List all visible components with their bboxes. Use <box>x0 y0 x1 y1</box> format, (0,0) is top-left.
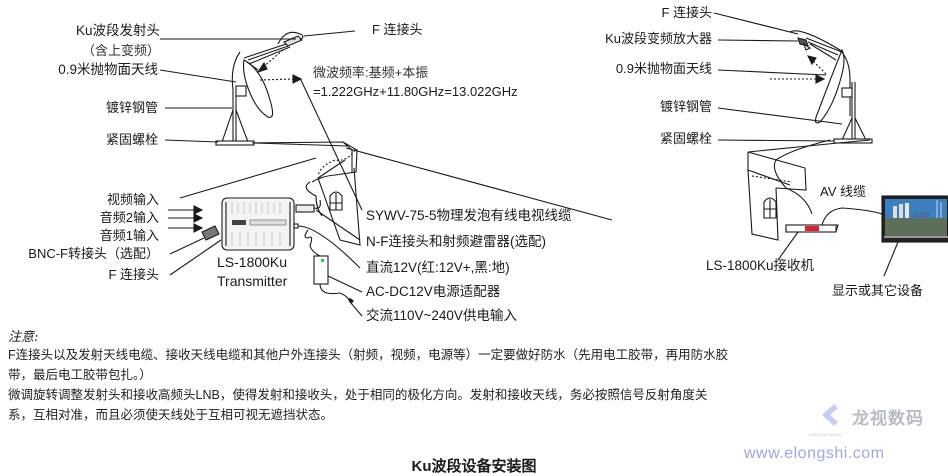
notes-title: 注意: <box>8 330 39 345</box>
note-line-3: 微调旋转调整发射头和接收高频头LNB，使得发射和接收头，处于相同的极化方向。发射… <box>8 388 708 402</box>
label-receiver: LS-1800Ku接收机 <box>706 258 815 273</box>
power-adapter-icon <box>304 229 363 317</box>
label-audio1-input: 音频1输入 <box>99 228 159 243</box>
label-av-cable: AV 线缆 <box>820 184 866 199</box>
label-ac-dc-adapter: AC-DC12V电源适配器 <box>366 284 501 299</box>
note-line-4: 系，互相对准，而且必须使天线处于互相可视无遮挡状态。 <box>8 408 334 422</box>
label-rx-dish: 0.9米抛物面天线 <box>615 61 712 76</box>
watermark-url: www.elongshi.com <box>744 445 885 462</box>
label-tx-pipe: 镀锌钢管 <box>105 100 158 115</box>
watermark-logo-icon <box>822 404 838 426</box>
label-tx-bolt: 紧固螺栓 <box>105 132 158 147</box>
tx-dish-icon <box>215 31 304 146</box>
transmitter-icon <box>221 197 361 269</box>
label-freq-formula-2: =1.222GHz+11.80GHz=13.022GHz <box>313 84 518 99</box>
label-display: 显示或其它设备 <box>832 283 924 298</box>
label-f-connector-input: F 连接头 <box>108 267 159 282</box>
watermark-brand: 龙视数码 <box>852 409 924 428</box>
label-ac-input: 交流110V~240V供电输入 <box>366 308 517 323</box>
label-rx-bolt: 紧固螺栓 <box>659 131 712 146</box>
note-line-1: F连接头以及发射天线电缆、接收天线电缆和其他户外连接头（射频，视频，电源等）一定… <box>8 348 729 362</box>
label-bnc-adapter: BNC-F转接头（选配） <box>28 246 159 261</box>
receiver-icon <box>777 207 883 261</box>
rx-building-icon <box>747 139 871 241</box>
label-tx-dish: 0.9米抛物面天线 <box>58 62 158 77</box>
label-rx-pipe: 镀锌钢管 <box>659 99 712 114</box>
label-tx-f-connector: F 连接头 <box>372 22 423 37</box>
watermark-sub: LONGSHI DIGITAL <box>808 432 843 437</box>
note-line-2: 带，最后电工胶带包扎。） <box>8 368 152 382</box>
label-video-input: 视频输入 <box>106 192 159 207</box>
label-coax-cable: SYWV-75-5物理发泡有线电视线缆 <box>366 208 572 223</box>
label-ku-tx-head-sub: （含上变频） <box>81 43 160 58</box>
diagram-title: Ku波段设备安装图 <box>411 458 537 475</box>
label-rx-ku-amp: Ku波段变频放大器 <box>605 31 712 46</box>
label-dc-12v: 直流12V(红:12V+,黑:地) <box>366 260 510 275</box>
label-rx-f-connector: F 连接头 <box>661 5 712 20</box>
input-arrows-icon <box>168 205 204 233</box>
label-ku-tx-head: Ku波段发射头 <box>75 23 160 38</box>
label-nf-connector: N-F连接头和射频避雷器(选配) <box>366 234 546 249</box>
bnc-connector-icon <box>169 225 222 276</box>
display-icon <box>881 195 948 277</box>
transmitter-model: LS-1800Ku <box>217 254 288 270</box>
label-freq-formula-1: 微波频率:基频+本振 <box>313 65 429 80</box>
rx-dish-icon <box>770 30 873 144</box>
label-audio2-input: 音频2输入 <box>99 210 159 225</box>
transmitter-name: Transmitter <box>217 273 288 289</box>
